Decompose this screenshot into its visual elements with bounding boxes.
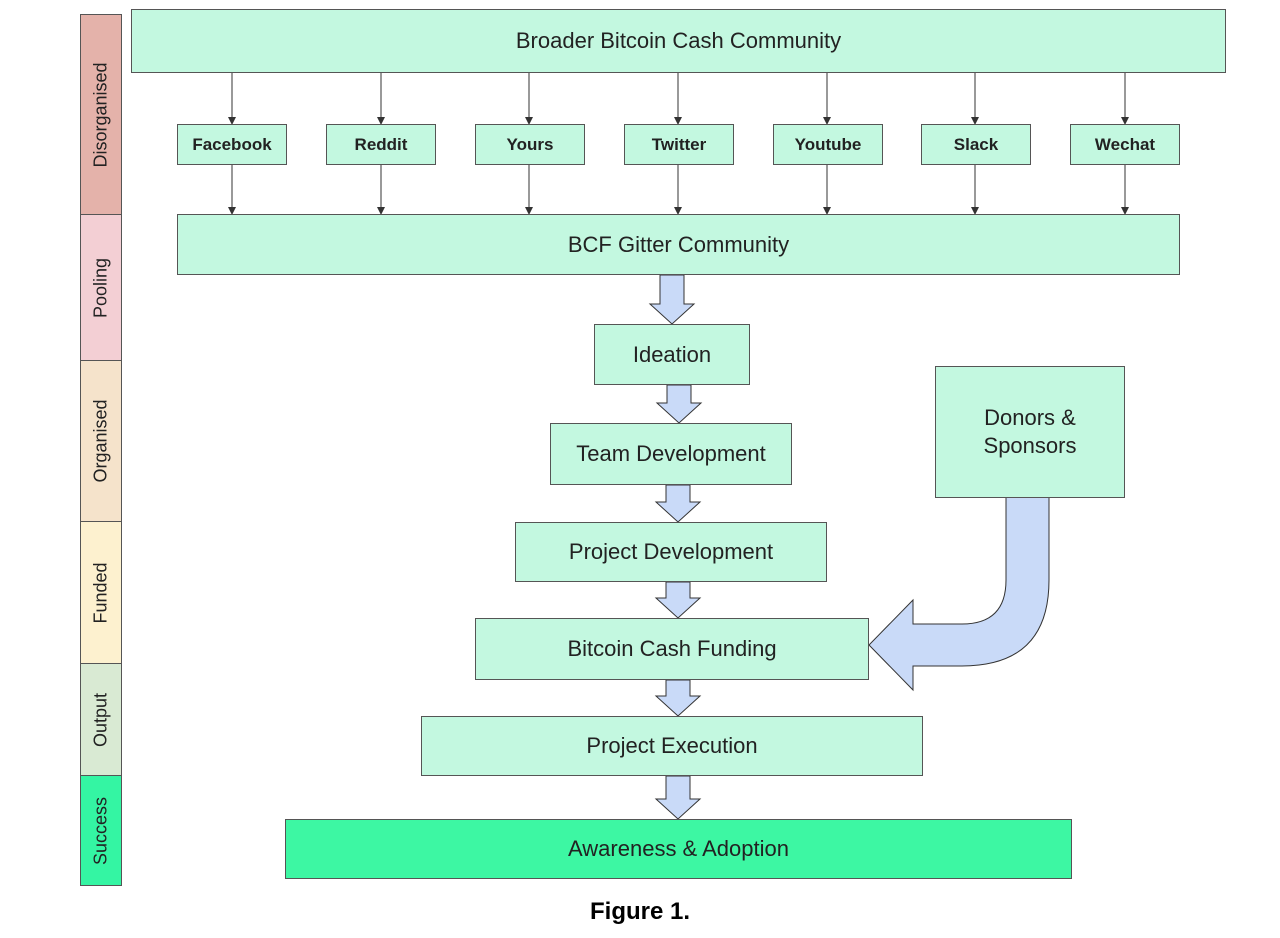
channel-slack: Slack [921, 124, 1031, 165]
team-development-node: Team Development [550, 423, 792, 485]
arrow-gitter-to-ideation [648, 274, 696, 325]
awareness-adoption-node: Awareness & Adoption [285, 819, 1072, 879]
arrow-execution-to-adoption [654, 775, 702, 820]
channel-facebook: Facebook [177, 124, 287, 165]
stage-success: Success [80, 775, 122, 886]
bcf-gitter-node: BCF Gitter Community [177, 214, 1180, 275]
arrow-ideation-to-team [655, 384, 703, 424]
channel-yours: Yours [475, 124, 585, 165]
channel-wechat: Wechat [1070, 124, 1180, 165]
ideation-node: Ideation [594, 324, 750, 385]
arrow-project-dev-to-funding [654, 581, 702, 619]
stage-disorganised: Disorganised [80, 14, 122, 215]
stage-funded: Funded [80, 521, 122, 664]
donor-to-funding-arrow [868, 496, 1050, 692]
donors-sponsors-node: Donors & Sponsors [935, 366, 1125, 498]
channel-reddit: Reddit [326, 124, 436, 165]
figure-caption: Figure 1. [589, 898, 691, 925]
project-development-node: Project Development [515, 522, 827, 582]
channel-youtube: Youtube [773, 124, 883, 165]
arrow-team-to-project-dev [654, 484, 702, 523]
channel-twitter: Twitter [624, 124, 734, 165]
stage-pooling: Pooling [80, 214, 122, 361]
arrow-funding-to-execution [654, 679, 702, 717]
project-execution-node: Project Execution [421, 716, 923, 776]
bitcoin-cash-funding-node: Bitcoin Cash Funding [475, 618, 869, 680]
broader-community-node: Broader Bitcoin Cash Community [131, 9, 1226, 73]
stage-output: Output [80, 663, 122, 776]
